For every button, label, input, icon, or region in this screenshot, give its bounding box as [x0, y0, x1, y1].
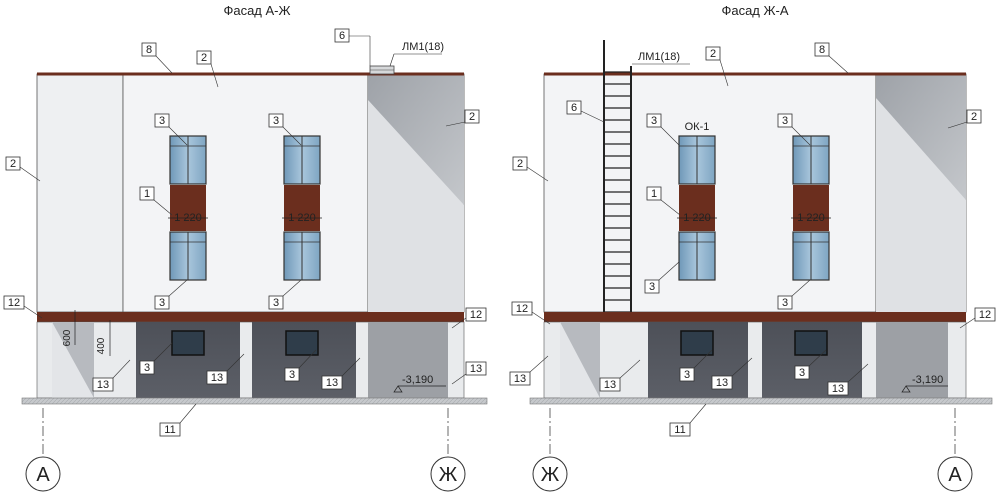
dim-400: 400: [96, 337, 107, 354]
wall-shadow: [368, 74, 464, 205]
svg-text:2: 2: [517, 158, 523, 170]
facade-title: Фасад А-Ж: [223, 3, 290, 18]
svg-text:2: 2: [710, 48, 716, 60]
basement-panel: [876, 322, 948, 398]
svg-text:13: 13: [470, 363, 482, 375]
dim-600: 600: [62, 329, 73, 346]
svg-text:1: 1: [144, 188, 150, 200]
svg-text:13: 13: [326, 377, 338, 389]
svg-text:А: А: [948, 464, 962, 486]
svg-text:11: 11: [164, 424, 175, 436]
svg-text:12: 12: [979, 309, 991, 321]
svg-text:3: 3: [782, 297, 788, 309]
ground: [21, 397, 488, 405]
svg-text:1: 1: [651, 188, 657, 200]
svg-text:3: 3: [649, 281, 655, 293]
spandrel-panel: [679, 185, 715, 231]
svg-text:13: 13: [211, 372, 223, 384]
svg-text:3: 3: [651, 115, 657, 127]
basement-panel: [368, 322, 448, 398]
spandrel-panel: [284, 185, 320, 231]
window-stack-2: [283, 135, 321, 281]
svg-text:12: 12: [8, 297, 20, 309]
window-stack-1: [169, 135, 207, 281]
svg-text:Ж: Ж: [541, 464, 560, 486]
svg-text:8: 8: [819, 44, 825, 56]
svg-text:3: 3: [273, 115, 279, 127]
window-stack-2: [792, 135, 830, 281]
svg-text:13: 13: [514, 373, 526, 385]
axis-marker-left: [532, 456, 568, 492]
svg-text:3: 3: [273, 297, 279, 309]
window-dimension: 1 220: [174, 212, 202, 224]
svg-text:3: 3: [684, 369, 690, 381]
window-dimension: 1 220: [288, 212, 316, 224]
basement-window: [794, 330, 828, 356]
svg-text:3: 3: [159, 297, 165, 309]
svg-text:8: 8: [146, 44, 152, 56]
svg-text:3: 3: [144, 362, 150, 374]
svg-text:13: 13: [604, 379, 616, 391]
axis-marker-left: [25, 456, 61, 492]
basement-window: [285, 330, 319, 356]
svg-text:3: 3: [159, 115, 165, 127]
svg-text:12: 12: [516, 303, 528, 315]
svg-text:6: 6: [339, 30, 345, 42]
svg-text:6: 6: [571, 102, 577, 114]
window-tag: ОК-1: [685, 121, 710, 133]
svg-text:2: 2: [971, 111, 977, 123]
facade-zh-a: Фасад Ж-А: [509, 3, 996, 492]
callouts: 8 6 2 2 2 3 3 1 3: [509, 42, 996, 437]
roof-label: ЛМ1(18): [638, 51, 680, 63]
elevation-mark: -3,190: [912, 374, 943, 386]
svg-text:12: 12: [470, 309, 482, 321]
svg-text:3: 3: [782, 115, 788, 127]
band: [544, 312, 966, 322]
svg-text:2: 2: [469, 111, 475, 123]
spandrel-panel: [170, 185, 206, 231]
basement-window: [171, 330, 205, 356]
facade-title: Фасад Ж-А: [721, 3, 788, 18]
window-dimension: 1 220: [797, 212, 825, 224]
svg-text:13: 13: [716, 377, 728, 389]
svg-text:Ж: Ж: [439, 464, 458, 486]
svg-text:А: А: [36, 464, 50, 486]
spandrel-panel: [793, 185, 829, 231]
window-dimension: 1 220: [683, 212, 711, 224]
fire-ladder: [603, 40, 632, 355]
svg-text:13: 13: [97, 379, 109, 391]
callouts: 8 6 2 2 2 3 3 1 3: [3, 28, 487, 437]
svg-text:2: 2: [10, 158, 16, 170]
svg-text:11: 11: [674, 424, 685, 436]
elevation-mark: -3,190: [402, 374, 433, 386]
roof-label: ЛМ1(18): [402, 41, 444, 53]
axis-marker-right: [937, 456, 973, 492]
svg-text:3: 3: [289, 369, 295, 381]
svg-text:13: 13: [832, 383, 844, 395]
wall-left: [36, 73, 124, 313]
axis-marker-right: [430, 456, 466, 492]
window-stack-1: [678, 135, 716, 281]
svg-text:2: 2: [201, 52, 207, 64]
wall-lit: [368, 100, 464, 312]
wall-main: [122, 73, 369, 313]
facade-a-zh: Фасад А-Ж: [3, 3, 488, 492]
svg-text:3: 3: [799, 367, 805, 379]
basement-window: [680, 330, 714, 356]
ground: [529, 397, 993, 405]
band: [37, 312, 464, 322]
